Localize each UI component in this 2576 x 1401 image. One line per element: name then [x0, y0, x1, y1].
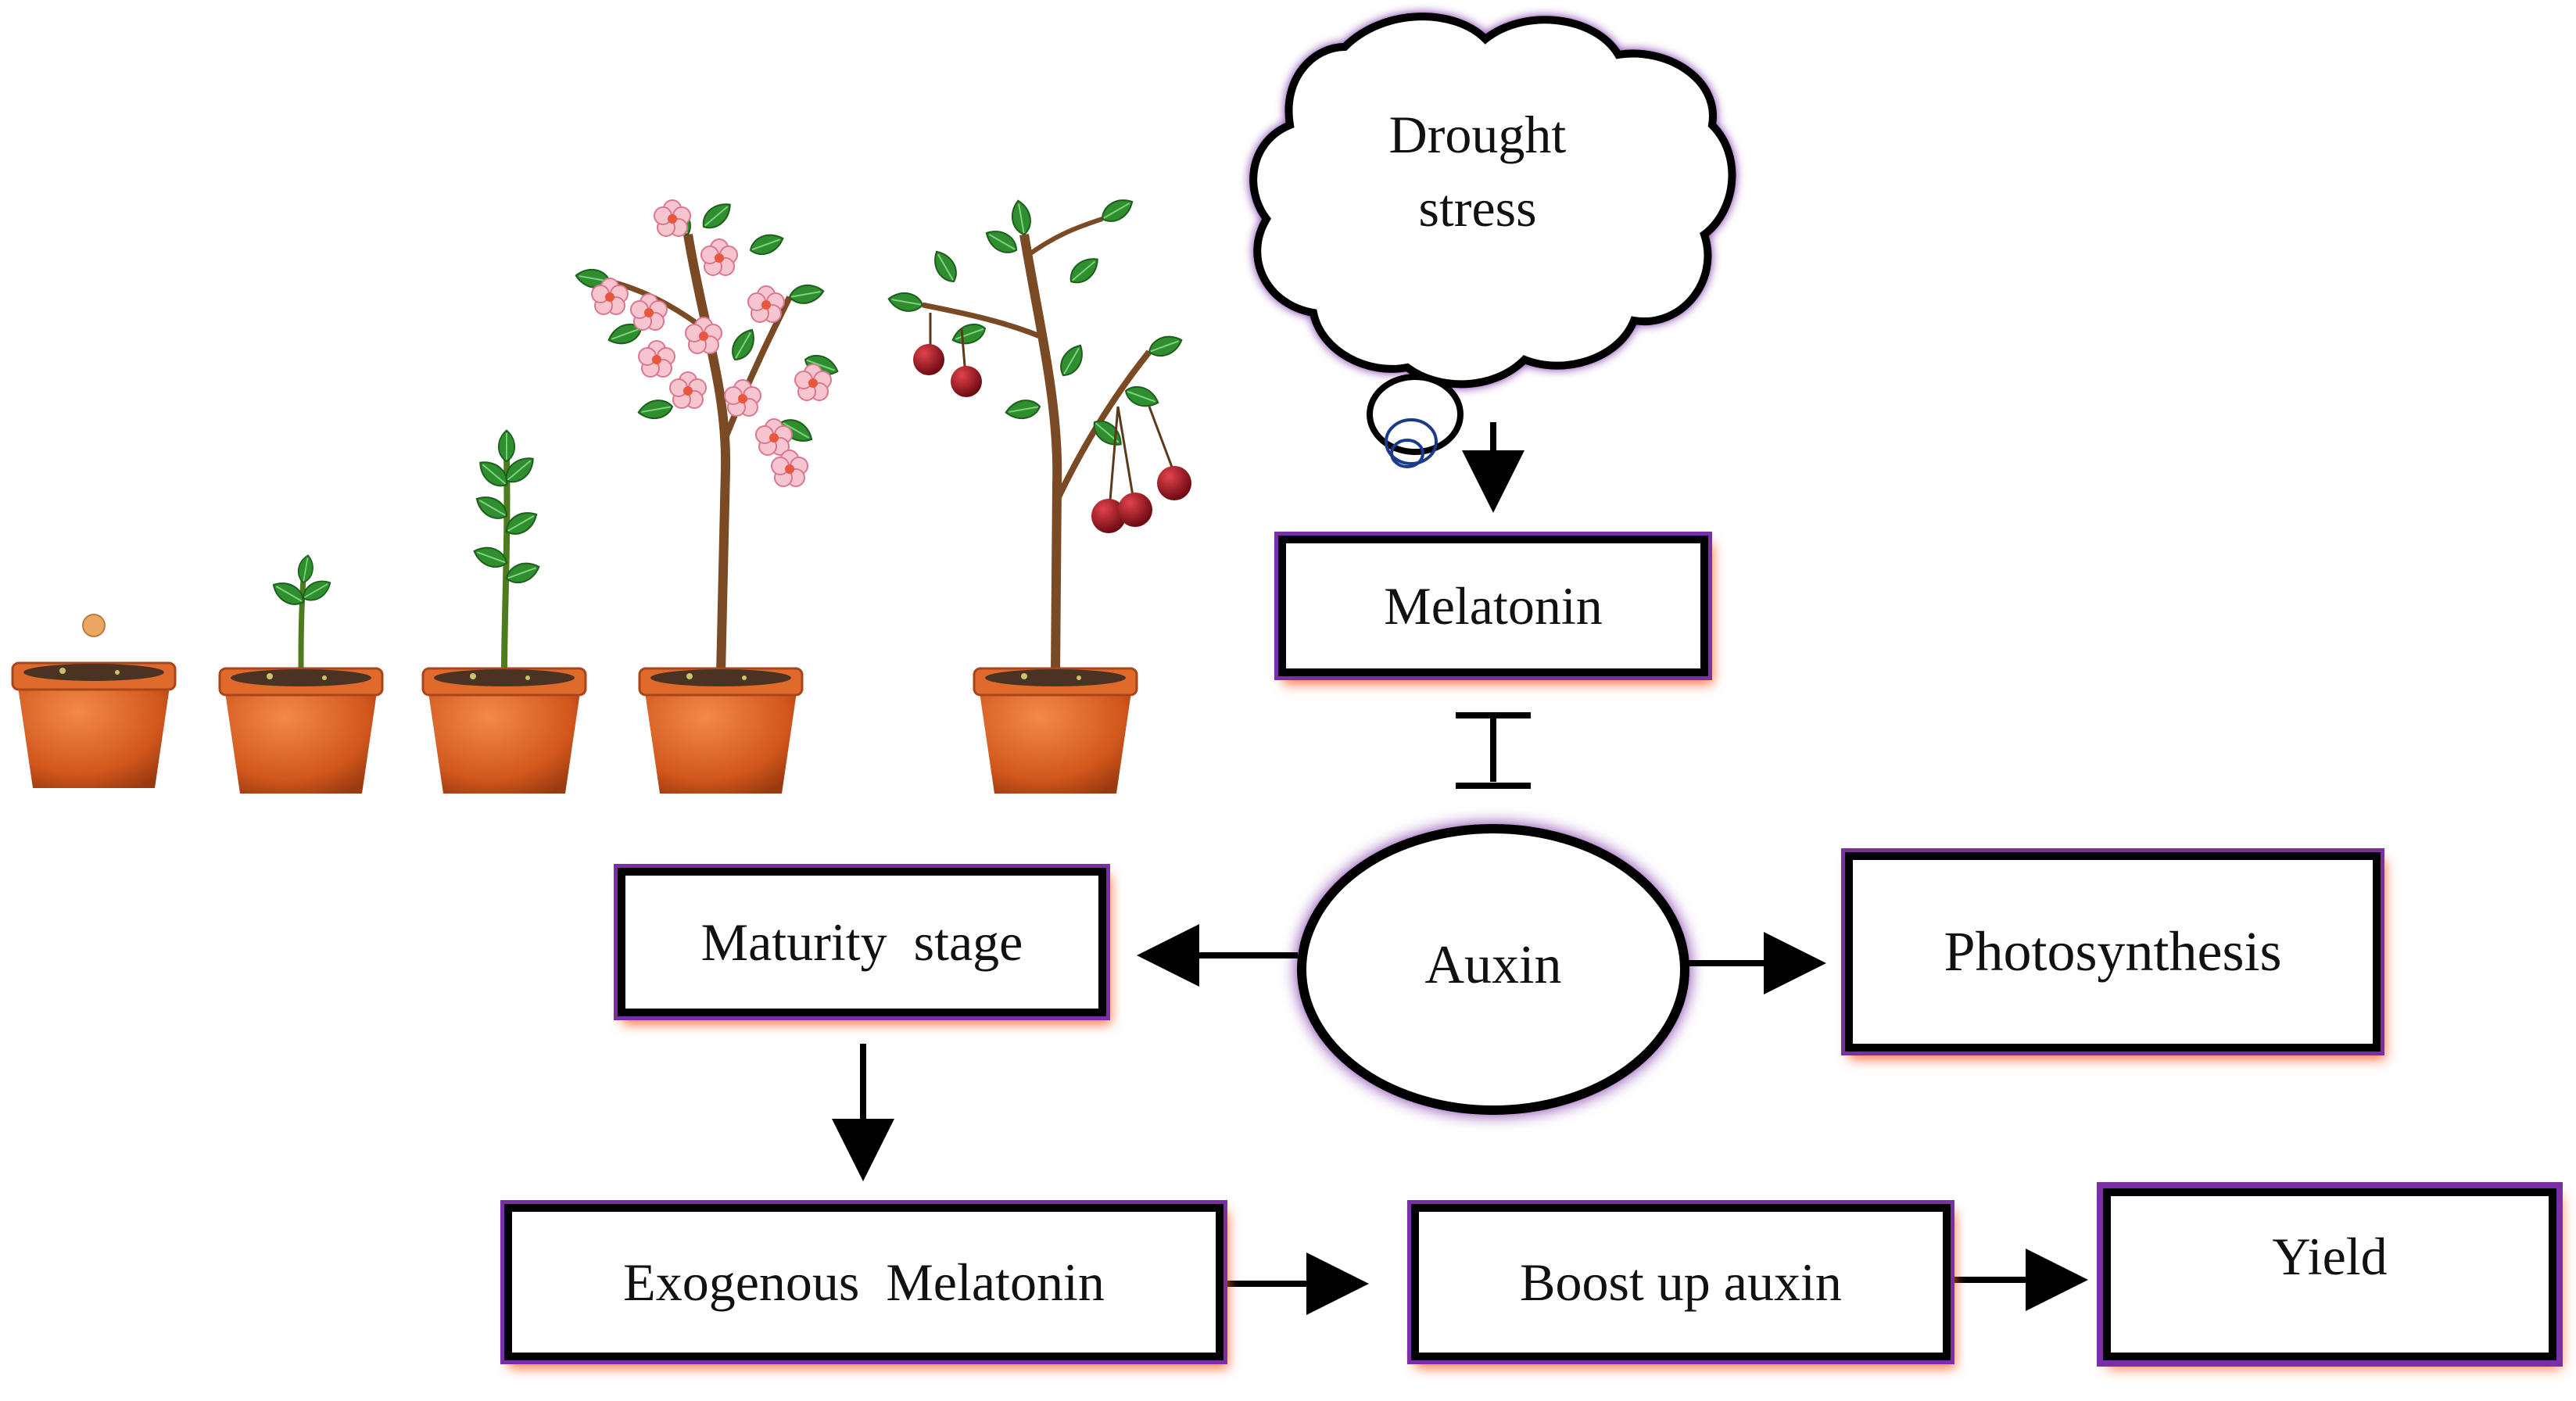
boost-up-auxin-box: Boost up auxin: [1411, 1204, 1951, 1360]
melatonin-label: Melatonin: [1384, 575, 1603, 636]
drought-stress-line2: stress: [1418, 178, 1537, 238]
drought-stress-cloud: [1249, 13, 1736, 468]
plant-stage-seedling: [218, 553, 384, 795]
boost-up-auxin-label: Boost up auxin: [1520, 1252, 1842, 1312]
exogenous-melatonin-label: Exogenous Melatonin: [623, 1252, 1105, 1312]
inhibition-melatonin-auxin: [1456, 712, 1531, 789]
yield-label: Yield: [2272, 1227, 2388, 1286]
photosynthesis-label: Photosynthesis: [1944, 920, 2282, 983]
connectors: [832, 422, 2088, 1315]
plant-stage-fruiting-tree: [886, 193, 1191, 795]
maturity-stage-label: Maturity stage: [700, 912, 1023, 972]
auxin-label: Auxin: [1424, 935, 1562, 995]
drought-stress-line1: Drought: [1388, 105, 1567, 164]
plant-stage-flowering-tree: [573, 197, 842, 795]
plant-stage-young-plant: [421, 429, 587, 795]
yield-box: Yield: [2103, 1188, 2556, 1360]
melatonin-box: Melatonin: [1278, 536, 1708, 676]
drought-stress-label: Drought stress: [1360, 98, 1595, 245]
maturity-stage-box: Maturity stage: [618, 868, 1106, 1016]
plant-stage-seed: [11, 614, 177, 790]
exogenous-melatonin-box: Exogenous Melatonin: [504, 1204, 1224, 1360]
auxin-oval: [1297, 824, 1689, 1115]
photosynthesis-box: Photosynthesis: [1845, 852, 2381, 1052]
